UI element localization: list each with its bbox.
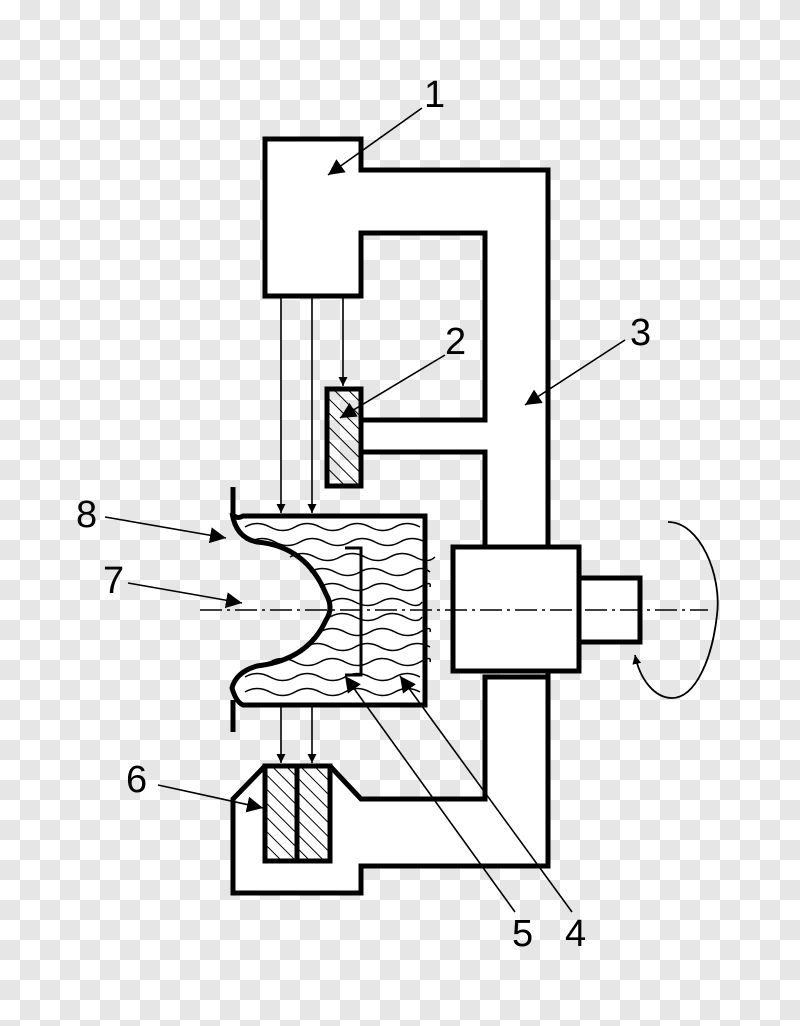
label-leaders — [104, 107, 626, 913]
label-8: 8 — [76, 494, 97, 536]
label-2: 2 — [445, 321, 466, 363]
label-7: 7 — [103, 560, 124, 602]
label-1: 1 — [424, 74, 445, 116]
label-3: 3 — [630, 312, 651, 354]
label-5: 5 — [512, 913, 533, 955]
specimen-inner-boundary — [345, 546, 363, 677]
xray-beams — [276, 296, 348, 763]
rotation-direction-arrow — [632, 521, 719, 699]
label-6: 6 — [126, 759, 147, 801]
specimen — [229, 511, 436, 708]
specimen-wavy-texture — [244, 522, 436, 697]
rotation-hub — [450, 544, 582, 674]
label-4: 4 — [565, 913, 586, 955]
upper-detector — [324, 386, 364, 489]
